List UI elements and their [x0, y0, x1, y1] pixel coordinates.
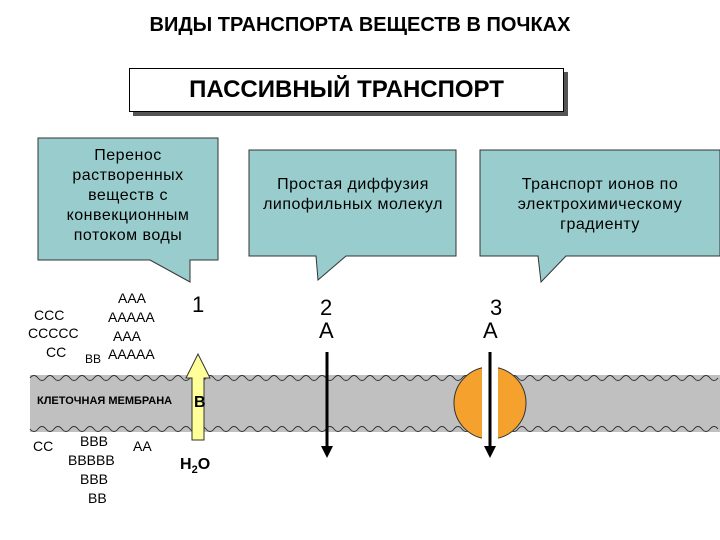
- callout-diffusion-text: Простая диффузия липофильных молекул: [263, 176, 443, 213]
- molecule-group: ССССС: [28, 325, 79, 341]
- mechanism-number-3: 3: [490, 295, 503, 320]
- water-rest: O: [197, 456, 211, 473]
- mechanism-letter-3: А: [483, 318, 498, 343]
- molecule-group: ВВВВВ: [68, 452, 115, 468]
- water-label: H2O: [180, 456, 210, 476]
- mechanism-letter-2: А: [319, 318, 334, 343]
- molecule-group: ВВ: [88, 490, 107, 506]
- molecule-group: ВВВ: [80, 433, 109, 449]
- molecule-group: СС: [33, 438, 54, 454]
- water-symbol: H: [180, 456, 192, 473]
- molecule-group: ААААА: [108, 309, 155, 325]
- membrane-label: КЛЕТОЧНАЯ МЕМБРАНА: [37, 395, 173, 407]
- callout-bubble-ion-transport: [479, 149, 720, 284]
- convection-arrow: [185, 352, 211, 441]
- main-title: ВИДЫ ТРАНСПОРТА ВЕЩЕСТВ В ПОЧКАХ: [149, 14, 571, 36]
- molecule-group: ССС: [34, 307, 65, 323]
- molecule-group: ААА: [113, 328, 142, 344]
- cell-membrane: [30, 375, 720, 432]
- callout-convection-text: Перенос растворенных веществ с конвекцио…: [66, 147, 190, 244]
- molecule-group: ВВ: [85, 352, 102, 366]
- callout-bubble-convection: [37, 137, 219, 283]
- molecule-group: СС: [46, 344, 67, 360]
- membrane-top-edge: [29, 375, 719, 381]
- molecule-group: ААА: [118, 290, 147, 306]
- subtitle-box: ПАССИВНЫЙ ТРАНСПОРТ: [129, 68, 564, 112]
- membrane-bottom-edge: [29, 426, 719, 432]
- diffusion-arrow-head: [321, 446, 333, 458]
- water-subscript: 2: [191, 464, 198, 477]
- mechanism-number-2: 2: [320, 295, 333, 320]
- mechanism-number-1: 1: [192, 292, 205, 317]
- ion-arrow-head: [484, 446, 496, 458]
- callout-bubble-diffusion: [248, 149, 457, 282]
- mechanism-letter-1: В: [194, 394, 206, 411]
- molecule-group: ААААА: [108, 346, 155, 362]
- callout-ion-text: Транспорт ионов по электрохимическому гр…: [517, 176, 683, 233]
- molecule-group: ВВВ: [80, 471, 109, 487]
- molecule-group: АА: [133, 438, 152, 454]
